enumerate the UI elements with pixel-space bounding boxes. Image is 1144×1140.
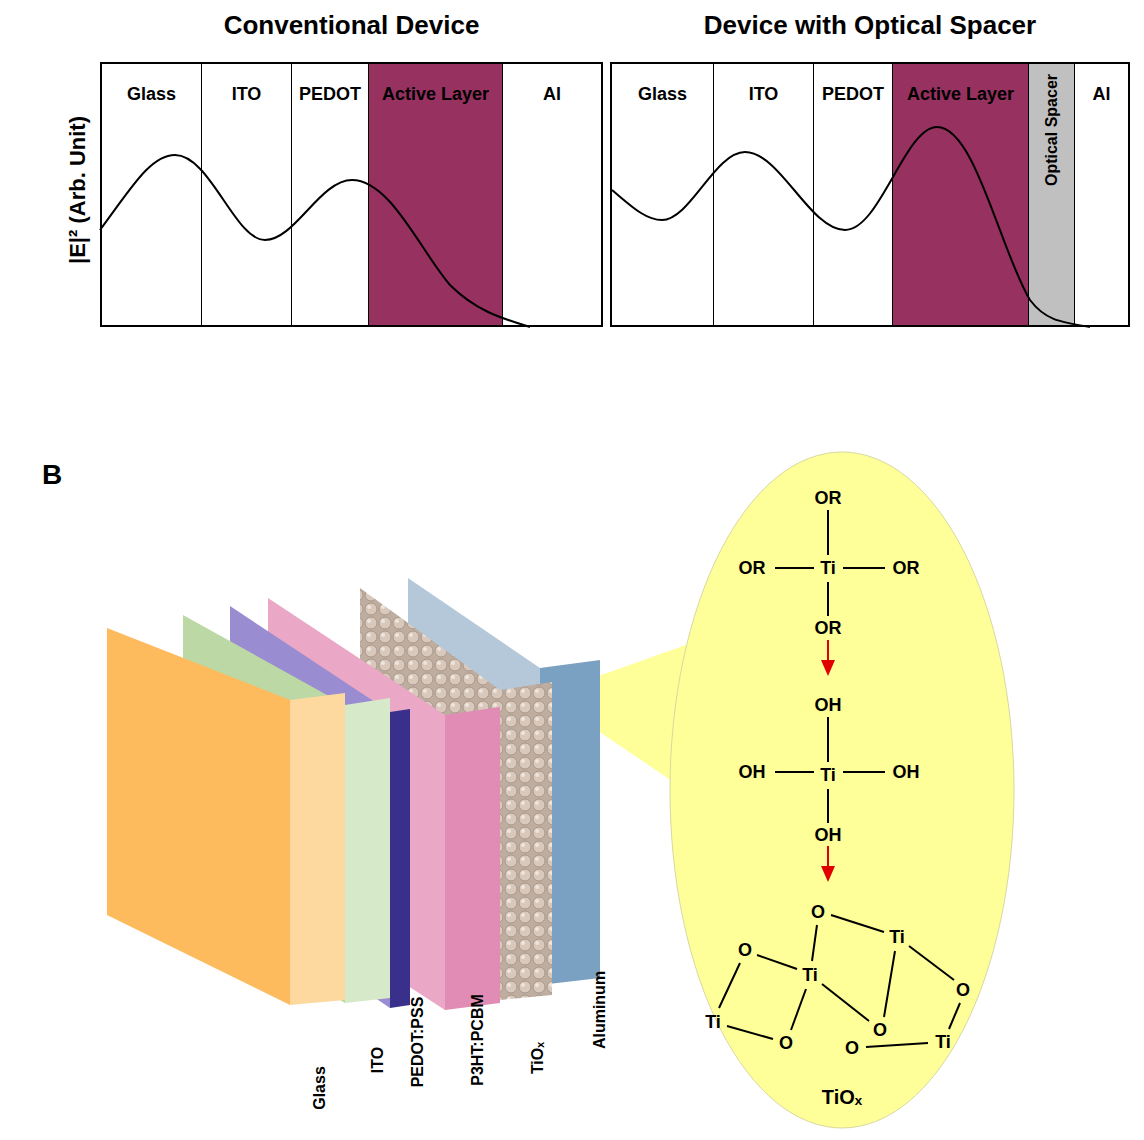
layer-label: PEDOT <box>814 64 892 105</box>
layer-label: Al <box>503 64 601 105</box>
pedot-slab <box>390 709 410 1008</box>
layer-band: Al <box>503 64 601 325</box>
chem-atom: Ti <box>820 765 836 786</box>
glass-slab <box>107 628 290 1005</box>
layer-name: PEDOT:PSS <box>409 997 427 1088</box>
chem-group: OH <box>739 762 766 783</box>
chem-atom: O <box>779 1033 793 1054</box>
layer-name: ITO <box>369 1047 387 1073</box>
layer-label: Al <box>1075 64 1128 105</box>
layer-band: Glass <box>612 64 714 325</box>
layer-band: PEDOT <box>292 64 369 325</box>
layer-name: Glass <box>311 1066 329 1110</box>
chem-group: OR <box>739 558 766 579</box>
plot-panel: Device with Optical SpacerGlassITOPEDOTA… <box>610 62 1130 327</box>
layer-label: ITO <box>202 64 291 105</box>
axis-title: |E|² (Arb. Unit) <box>65 116 91 264</box>
layer-name: Aluminum <box>591 971 609 1049</box>
layer-label: Active Layer <box>369 64 502 105</box>
active-layer-slab <box>445 707 500 1010</box>
optical-spacer-band: Optical Spacer <box>1029 64 1075 325</box>
chem-atom: Ti <box>820 558 836 579</box>
layer-band: PEDOT <box>814 64 893 325</box>
chem-atom: O <box>811 902 825 923</box>
chem-group: OR <box>893 558 920 579</box>
chem-group: OH <box>815 695 842 716</box>
chem-atom: Ti <box>889 927 905 948</box>
callout-caption: TiOₓ <box>668 1086 1016 1109</box>
chem-group: OR <box>815 488 842 509</box>
ito-slab <box>345 698 390 1003</box>
chem-atom: Ti <box>802 965 818 986</box>
layer-label: Optical Spacer <box>1043 74 1061 186</box>
chem-atom: O <box>738 940 752 961</box>
layer-band: ITO <box>714 64 814 325</box>
chem-atom: O <box>873 1020 887 1041</box>
tiox-slab <box>500 682 552 1000</box>
panel-title: Device with Optical Spacer <box>612 10 1128 41</box>
layer-label: Glass <box>612 64 713 105</box>
layer-label: ITO <box>714 64 813 105</box>
chem-group: OH <box>893 762 920 783</box>
chem-group: OH <box>815 825 842 846</box>
panel-title: Conventional Device <box>102 10 601 41</box>
active-layer-band: Active Layer <box>893 64 1029 325</box>
chem-atom: Ti <box>935 1032 951 1053</box>
layer-band: Al <box>1075 64 1128 325</box>
layer-band: Glass <box>102 64 202 325</box>
layer-label: PEDOT <box>292 64 368 105</box>
layer-name: TiOₓ <box>529 1042 547 1074</box>
glass-slab <box>290 693 345 1005</box>
plot-panel: Conventional DeviceGlassITOPEDOTActive L… <box>100 62 603 327</box>
layer-band: ITO <box>202 64 292 325</box>
chem-group: OR <box>815 618 842 639</box>
chem-atom: O <box>956 980 970 1001</box>
chem-atom: Ti <box>705 1012 721 1033</box>
layer-name: P3HT:PCBM <box>469 994 487 1086</box>
layer-label: Active Layer <box>893 64 1028 105</box>
chem-atom: O <box>845 1038 859 1059</box>
panel-letter: B <box>42 459 62 491</box>
active-layer-band: Active Layer <box>369 64 503 325</box>
layer-label: Glass <box>102 64 201 105</box>
